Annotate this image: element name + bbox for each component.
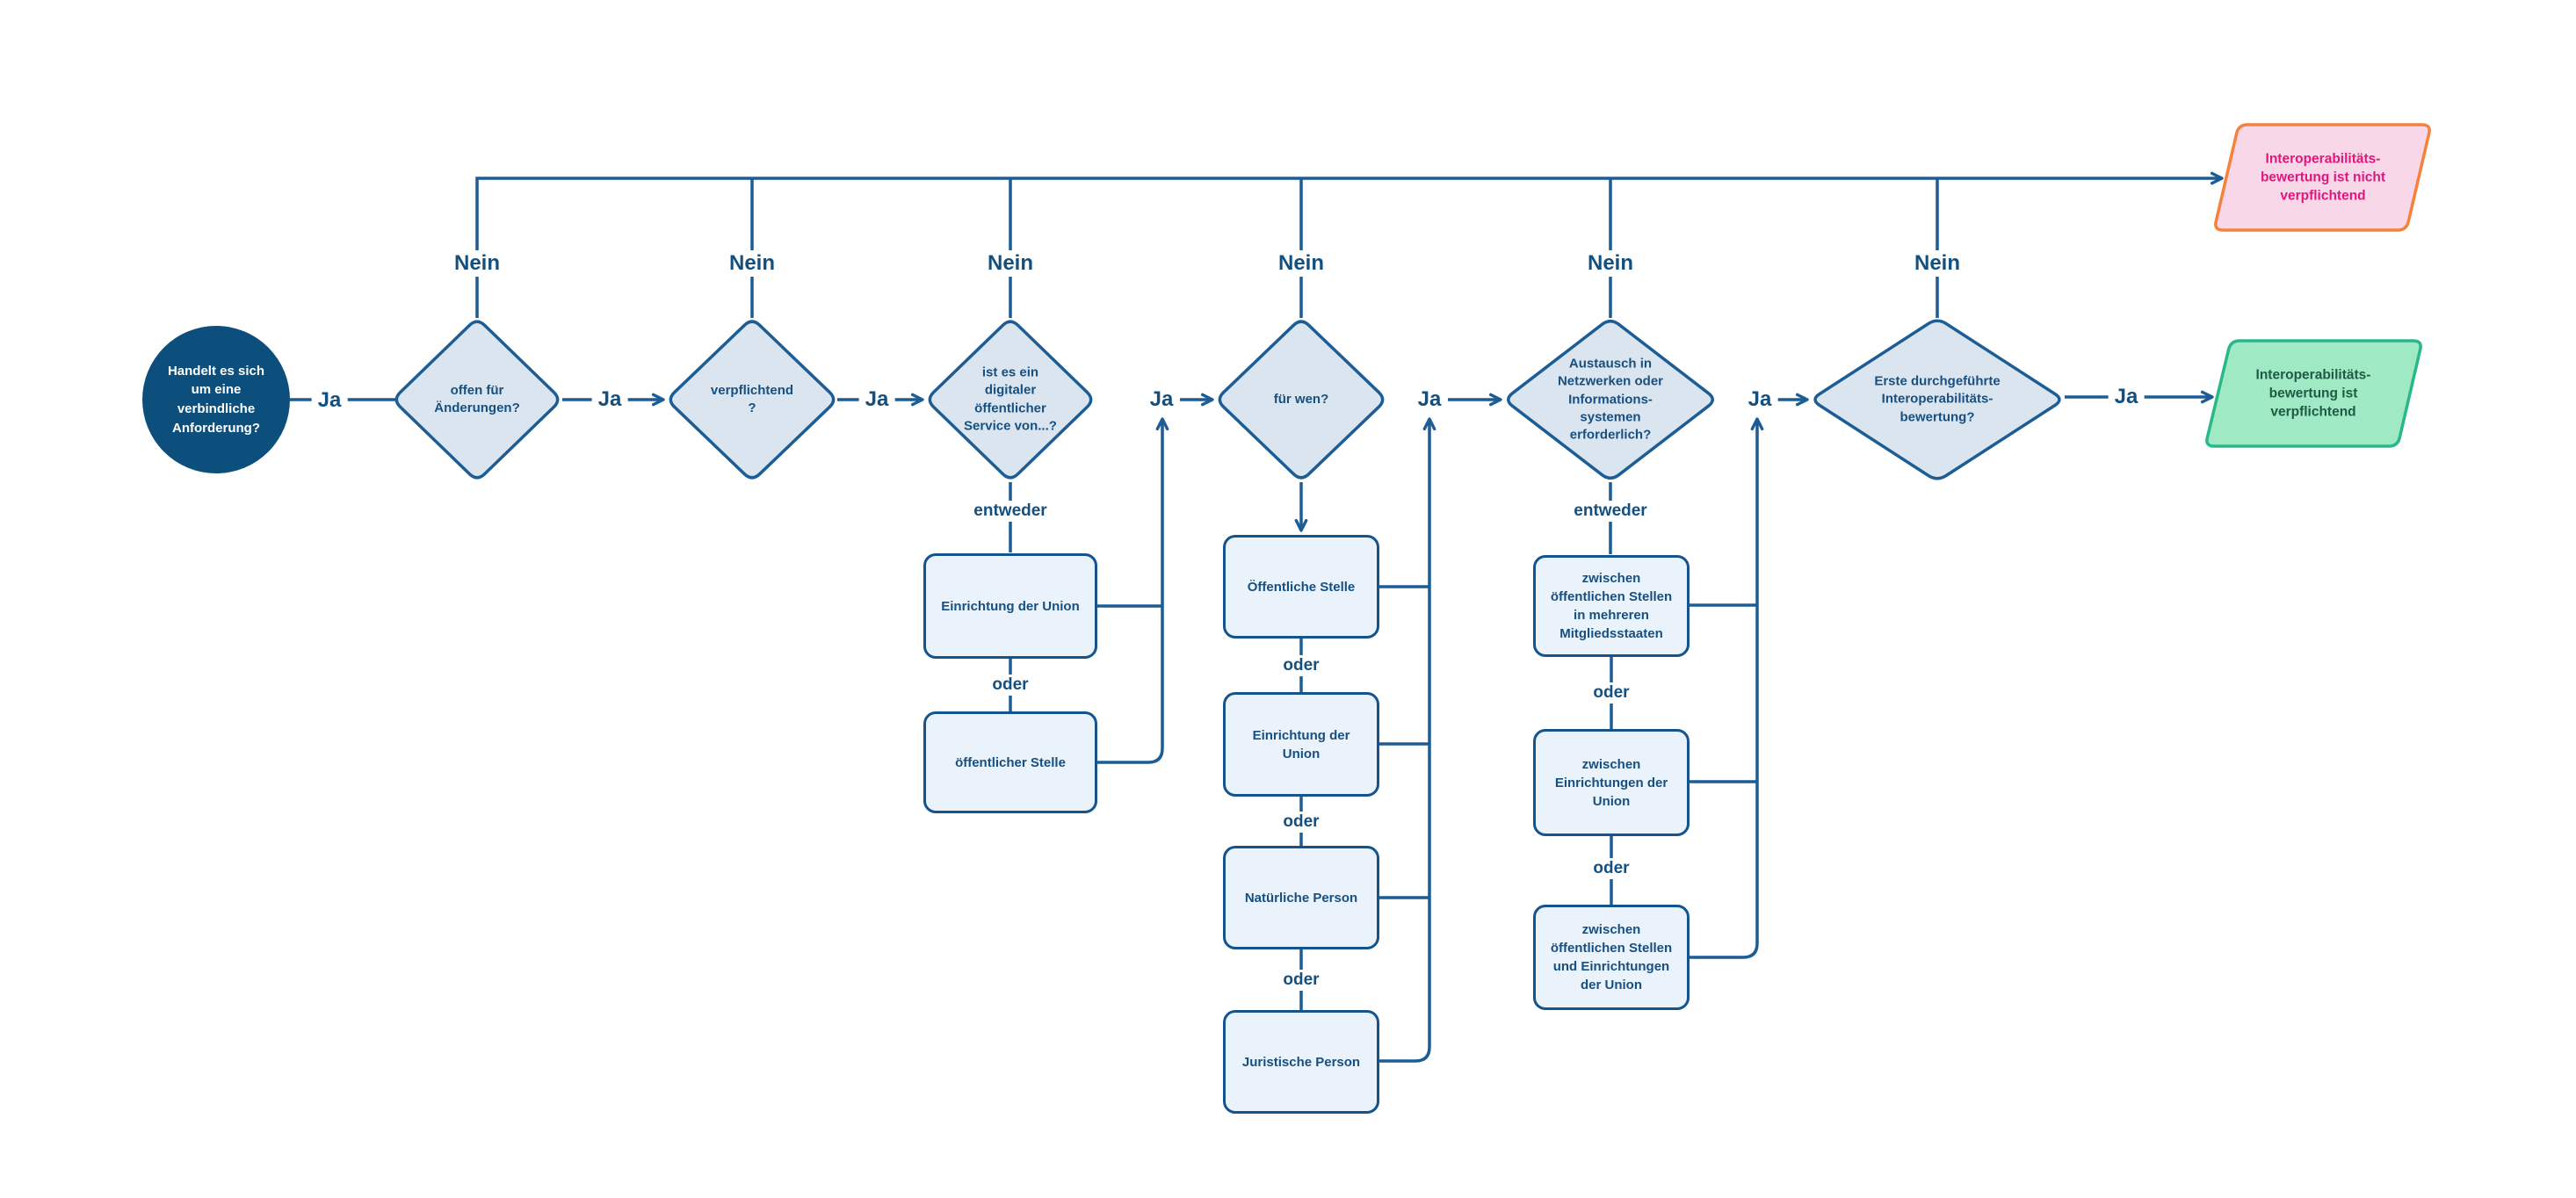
ja-label-start: Ja [311, 387, 348, 414]
ja-label-d5: Ja [1741, 386, 1778, 413]
decision-d4-label: für wen? [1273, 391, 1329, 407]
option-d4-oeffentliche-stelle: Öffentliche Stelle [1223, 535, 1379, 639]
nein-label-d6: Nein [1907, 250, 1967, 277]
option-d3-oeffentlicher-stelle: öffentlicher Stelle [923, 711, 1097, 813]
entweder-label-d3: entweder [967, 501, 1053, 522]
decision-d6-shape [1813, 319, 2061, 480]
option-d4-juristische-person: Juristische Person [1223, 1010, 1379, 1114]
decision-d4-shape [1218, 320, 1385, 480]
ja-label-d2: Ja [858, 386, 895, 413]
nein-label-d3: Nein [980, 250, 1040, 277]
decision-d3-label: ist es ein digitaler öffentlicher Servic… [964, 364, 1057, 434]
oder-label-d5-1: oder [1587, 682, 1636, 704]
oder-label-d3: oder [986, 675, 1035, 696]
ja-label-d4: Ja [1411, 386, 1448, 413]
oder-label-d4-2: oder [1277, 812, 1326, 833]
nein-label-d4: Nein [1271, 250, 1331, 277]
decision-d1-label: offen für Änderungen? [434, 382, 520, 415]
decision-d5-label: Austausch in Netzwerken oder Information… [1557, 356, 1664, 443]
decision-d1-shape [394, 320, 560, 480]
decision-d5-shape [1507, 319, 1714, 480]
ja-label-d6: Ja [2108, 384, 2145, 410]
oder-label-d4-3: oder [1277, 970, 1326, 991]
nein-label-d2: Nein [722, 250, 782, 277]
option-d5-stellen-und-einrichtungen: zwischen öffentlichen Stellen und Einric… [1533, 905, 1690, 1010]
collector-d4 [1379, 417, 1436, 1063]
nein-bus-line [475, 171, 2224, 318]
ja-label-d1: Ja [591, 386, 628, 413]
option-d5-einrichtungen-union: zwischen Einrichtungen der Union [1533, 729, 1690, 836]
option-d3-einrichtung-der-union: Einrichtung der Union [923, 553, 1097, 659]
collector-d3 [1097, 417, 1169, 764]
decision-d2-shape [669, 320, 836, 480]
start-node: Handelt es sich um eine verbindliche Anf… [142, 326, 290, 473]
option-d5-stellen-mitgliedsstaaten: zwischen öffentlichen Stellen in mehrere… [1533, 555, 1690, 657]
ja-label-d3: Ja [1143, 386, 1180, 413]
collector-d5 [1690, 417, 1764, 959]
decision-d6-label: Erste durchgeführte Interoperabilitäts- … [1874, 373, 2001, 425]
oder-label-d5-2: oder [1587, 858, 1636, 879]
decision-d2-label: verpflichtend ? [710, 382, 794, 415]
nein-label-d5: Nein [1581, 250, 1640, 277]
nein-label-d1: Nein [447, 250, 507, 277]
outcome-not-required-label: Interoperabilitäts- bewertung ist nicht … [2260, 151, 2386, 204]
outcome-required-label: Interoperabilitäts- bewertung ist verpfl… [2255, 367, 2371, 420]
outcome-not-required-shape [2214, 123, 2431, 232]
decision-d3-shape [928, 320, 1093, 480]
outcome-required-shape [2205, 339, 2422, 448]
entweder-label-d5: entweder [1567, 501, 1653, 522]
oder-label-d4-1: oder [1277, 655, 1326, 676]
option-d4-einrichtung-der-union: Einrichtung der Union [1223, 692, 1379, 797]
option-d4-natuerliche-person: Natürliche Person [1223, 846, 1379, 949]
